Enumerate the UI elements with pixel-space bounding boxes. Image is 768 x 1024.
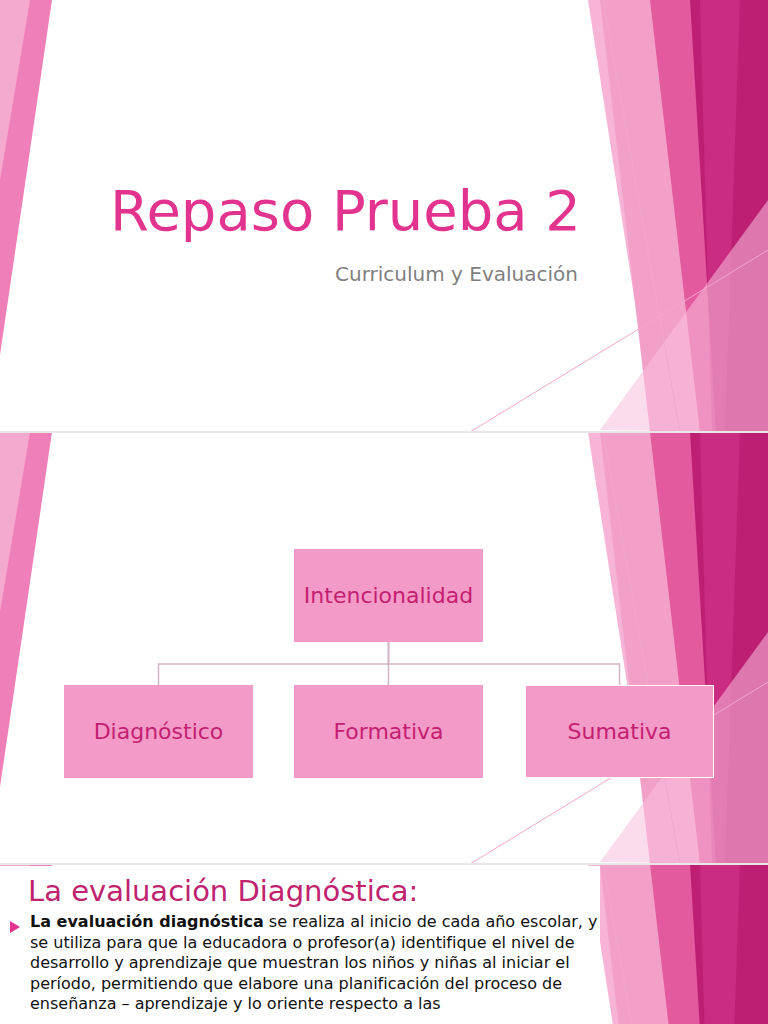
box-label: Sumativa	[567, 719, 671, 744]
bullet-text: La evaluación diagnóstica se realiza al …	[30, 912, 608, 1015]
child-box: Diagnóstico	[64, 685, 253, 778]
section-heading: La evaluación Diagnóstica:	[28, 874, 418, 908]
box-label: Diagnóstico	[94, 719, 224, 744]
tree-connector	[388, 642, 390, 685]
root-box: Intencionalidad	[294, 549, 483, 642]
slide-title: Repaso Prueba 2	[110, 178, 581, 243]
child-box: Formativa	[294, 685, 483, 778]
bold-term: La evaluación diagnóstica	[30, 912, 264, 931]
box-label: Formativa	[333, 719, 443, 744]
box-label: Intencionalidad	[304, 583, 473, 608]
tree-connector	[388, 642, 619, 685]
tree-connector	[159, 642, 389, 685]
bullet-marker	[10, 921, 20, 933]
child-box: Sumativa	[525, 685, 714, 778]
slide-subtitle: Curriculum y Evaluación	[335, 262, 578, 286]
